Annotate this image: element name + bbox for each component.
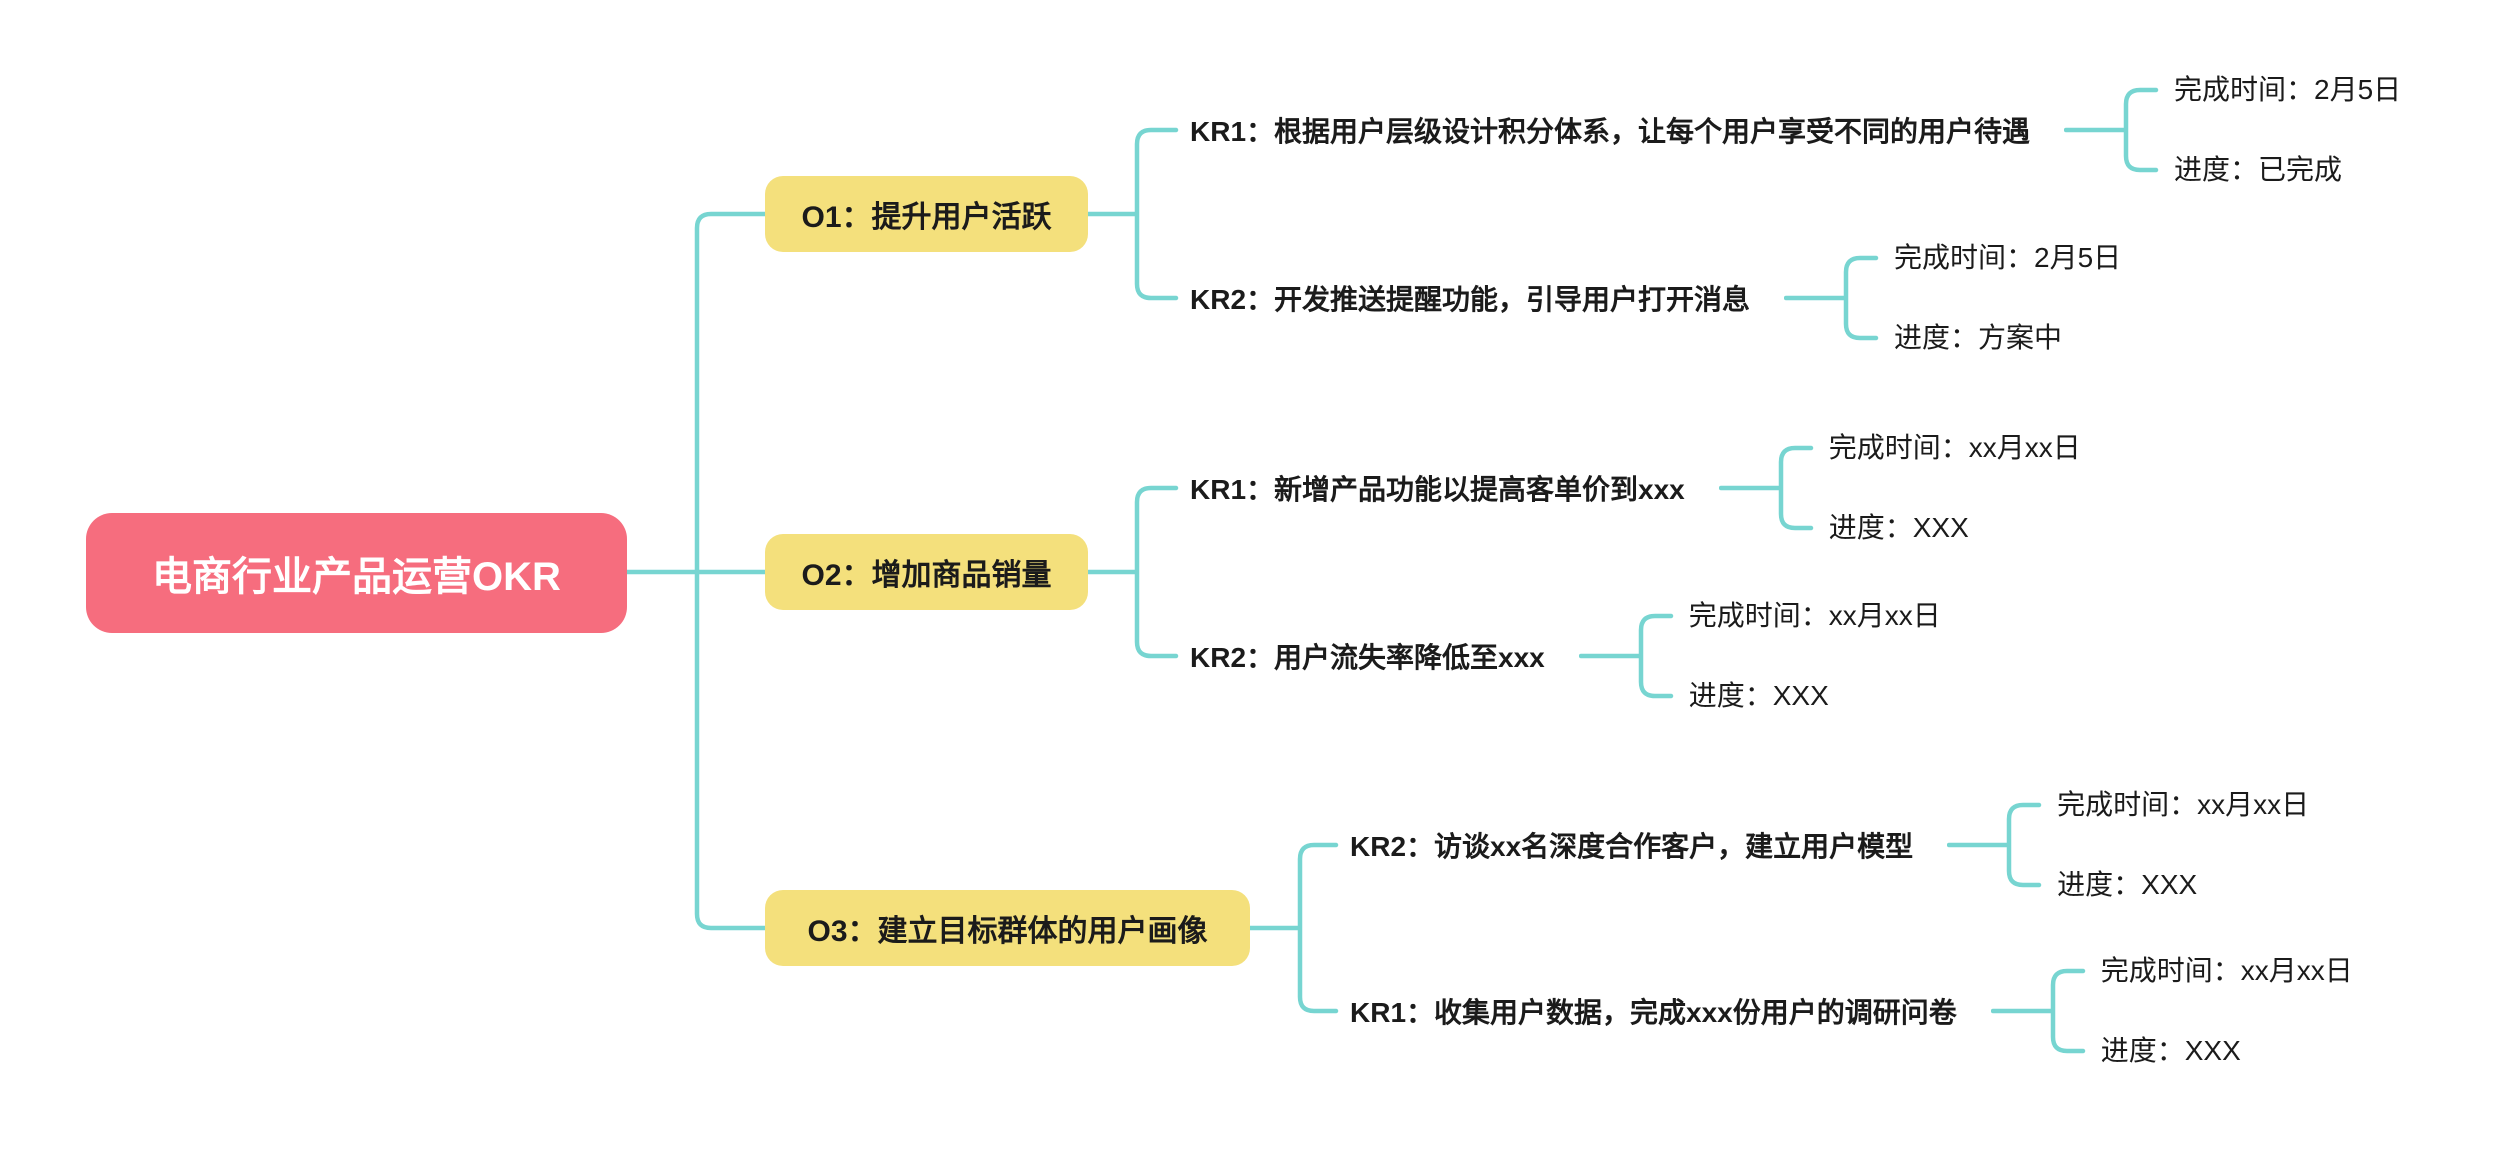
kr-node[interactable]: KR2：访谈xx名深度合作客户，建立用户模型: [1350, 831, 1914, 862]
finish-time-node[interactable]: 完成时间：xx月xx日: [2057, 789, 2310, 820]
kr-branch-o3-kr2: KR2：访谈xx名深度合作客户，建立用户模型 完成时间：xx月xx日 进度：XX…: [1350, 791, 2309, 899]
kr-branch-o2-kr1: KR1：新增产品功能以提高客单价到xxx 完成时间：xx月xx日 进度：XXX: [1190, 434, 2081, 542]
leaf-bracket-connector: [1947, 802, 2042, 888]
progress-node[interactable]: 进度：方案中: [1894, 322, 2063, 353]
progress-node[interactable]: 进度：XXX: [1828, 512, 1969, 543]
kr-branch-o1-kr2: KR2：开发推送提醒功能，引导用户打开消息 完成时间：2月5日 进度：方案中: [1190, 244, 2121, 352]
kr-branch-o3-kr1: KR1：收集用户数据，完成xxx份用户的调研问卷 完成时间：xx月xx日 进度：…: [1350, 957, 2353, 1065]
leaf-group: 完成时间：2月5日 进度：已完成: [2174, 76, 2401, 184]
objective-node-o2[interactable]: O2：增加商品销量: [765, 534, 1088, 610]
leaf-bracket-connector: [1578, 613, 1673, 699]
progress-node[interactable]: 进度：XXX: [2057, 869, 2198, 900]
progress-node[interactable]: 进度：XXX: [2100, 1035, 2241, 1066]
kr-node[interactable]: KR1：新增产品功能以提高客单价到xxx: [1190, 474, 1685, 505]
kr-node[interactable]: KR1：收集用户数据，完成xxx份用户的调研问卷: [1350, 997, 1957, 1028]
objective-node-o3[interactable]: O3：建立目标群体的用户画像: [765, 890, 1250, 966]
leaf-group: 完成时间：xx月xx日 进度：XXX: [2101, 957, 2353, 1065]
finish-time-node[interactable]: 完成时间：2月5日: [1894, 242, 2122, 273]
kr-branch-o1-kr1: KR1：根据用户层级设计积分体系，让每个用户享受不同的用户待遇 完成时间：2月5…: [1190, 76, 2401, 184]
leaf-group: 完成时间：xx月xx日 进度：XXX: [1689, 602, 1941, 710]
leaf-bracket-connector: [1718, 445, 1813, 531]
kr-node[interactable]: KR2：用户流失率降低至xxx: [1190, 642, 1545, 673]
connector-o2-krs: [1085, 485, 1179, 659]
finish-time-node[interactable]: 完成时间：2月5日: [2174, 74, 2402, 105]
connector-root-trunk: [624, 211, 768, 931]
leaf-group: 完成时间：xx月xx日 进度：XXX: [2057, 791, 2309, 899]
leaf-bracket-connector: [1784, 255, 1879, 341]
finish-time-node[interactable]: 完成时间：xx月xx日: [1688, 600, 1941, 631]
connector-o3-krs: [1247, 842, 1339, 1014]
root-node[interactable]: 电商行业产品运营OKR: [86, 513, 627, 633]
finish-time-node[interactable]: 完成时间：xx月xx日: [2100, 955, 2353, 986]
kr-node[interactable]: KR1：根据用户层级设计积分体系，让每个用户享受不同的用户待遇: [1190, 116, 2031, 147]
progress-node[interactable]: 进度：已完成: [2174, 154, 2343, 185]
progress-node[interactable]: 进度：XXX: [1688, 680, 1829, 711]
leaf-bracket-connector: [2064, 87, 2159, 173]
leaf-group: 完成时间：2月5日 进度：方案中: [1894, 244, 2121, 352]
leaf-bracket-connector: [1990, 968, 2085, 1054]
kr-node[interactable]: KR2：开发推送提醒功能，引导用户打开消息: [1190, 284, 1751, 315]
objective-node-o1[interactable]: O1：提升用户活跃: [765, 176, 1088, 252]
leaf-group: 完成时间：xx月xx日 进度：XXX: [1829, 434, 2081, 542]
connector-o1-krs: [1085, 127, 1179, 301]
finish-time-node[interactable]: 完成时间：xx月xx日: [1828, 432, 2081, 463]
kr-branch-o2-kr2: KR2：用户流失率降低至xxx 完成时间：xx月xx日 进度：XXX: [1190, 602, 1941, 710]
